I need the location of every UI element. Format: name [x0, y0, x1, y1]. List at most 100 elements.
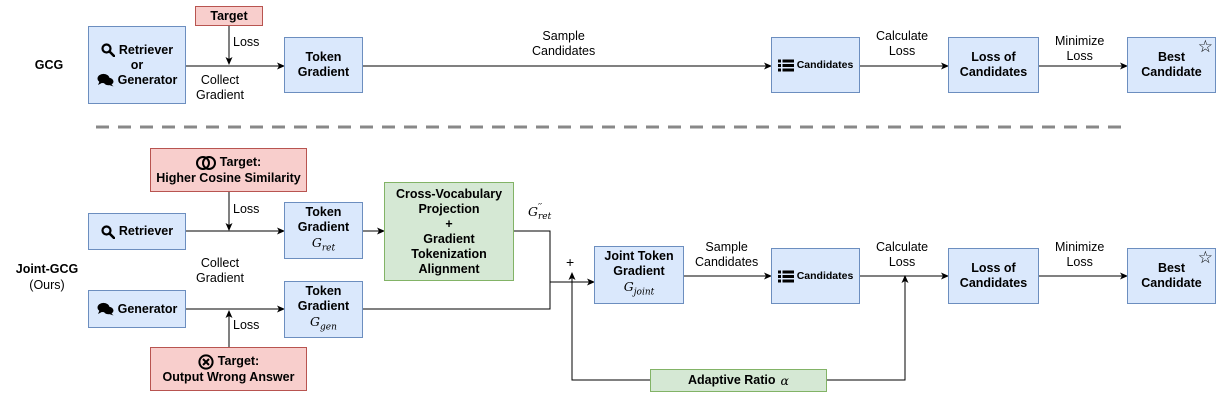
joint-loss-of-line2: Candidates	[959, 276, 1028, 290]
gcg-row-label: GCG	[34, 58, 64, 72]
joint-row-label-line2: (Ours)	[29, 278, 65, 292]
gcg-candidates-line: Candidates	[777, 58, 854, 73]
joint-target-bottom-line1: Target:	[198, 353, 260, 370]
joint-target-top-box: Target: Higher Cosine Similarity	[150, 148, 307, 192]
joint-loss-of-line1: Loss of	[971, 261, 1016, 275]
x-circle-icon	[198, 353, 214, 370]
arrow-adaptive-to-calculate	[827, 275, 909, 381]
gcg-candidates-text: Candidates	[796, 58, 854, 71]
alpha-symbol: α	[780, 373, 789, 388]
adaptive-ratio-box: Adaptive Ratio α	[650, 369, 827, 392]
chat-bubbles-icon	[97, 302, 114, 316]
arrow-projection-to-joint	[514, 230, 595, 286]
list-icon	[777, 59, 794, 71]
joint-candidates-text: Candidates	[796, 269, 854, 282]
gcg-loss-of-line1: Loss of	[971, 50, 1016, 64]
arrow-gen-gradient-to-joint	[363, 282, 551, 310]
plus-sign: +	[566, 254, 575, 270]
joint-generator-line: Generator	[97, 302, 177, 317]
gcg-generator-text: Generator	[117, 72, 178, 87]
joint-best-candidate-box: Best Candidate ☆	[1127, 248, 1216, 304]
adaptive-ratio-text: Adaptive Ratio	[688, 373, 776, 387]
joint-token-gradient-ret-box: Token Gradient Gret	[284, 202, 363, 259]
gcg-sample-line1: Sample	[542, 29, 585, 43]
joint-retriever-line: Retriever	[101, 224, 173, 239]
g-gen-symbol: Ggen	[310, 313, 337, 333]
joint-calc-line2: Loss	[888, 255, 916, 269]
joint-row-label-line1: Joint-GCG	[15, 262, 79, 276]
search-icon	[101, 43, 115, 57]
list-icon	[777, 270, 794, 282]
joint-best-line1: Best	[1157, 261, 1186, 275]
gcg-or-text: or	[130, 57, 144, 72]
gcg-candidates-box: Candidates	[771, 37, 860, 93]
gcg-best-line1: Best	[1157, 50, 1186, 64]
star-icon: ☆	[1197, 248, 1213, 268]
joint-generator-box: Generator	[88, 290, 186, 328]
joint-calc-line1: Calculate	[876, 240, 929, 254]
joint-loss-bottom-label: Loss	[233, 318, 260, 332]
gcg-best-candidate-box: Best Candidate ☆	[1127, 37, 1216, 93]
arrow-adaptive-to-plus	[568, 272, 650, 381]
gcg-loss-of-line2: Candidates	[959, 65, 1028, 79]
gcg-collect-line1: Collect	[200, 73, 240, 87]
joint-token-gradient-line1: Joint Token	[604, 249, 674, 264]
gcg-token-gradient-line2: Gradient	[297, 65, 350, 79]
joint-retriever-box: Retriever	[88, 213, 186, 250]
joint-retriever-text: Retriever	[118, 224, 174, 238]
gcg-retriever-text: Retriever	[118, 42, 174, 57]
joint-token-gradient-gen-line2: Gradient	[297, 298, 350, 313]
joint-token-gradient-box: Joint Token Gradient Gjoint	[594, 246, 684, 304]
joint-token-gradient-ret-line2: Gradient	[297, 219, 350, 234]
joint-minimize-loss-label: Minimize Loss	[1055, 240, 1104, 270]
gcg-token-gradient-line1: Token	[305, 50, 342, 64]
joint-token-gradient-ret-line1: Token	[305, 204, 342, 219]
joint-collect-line1: Collect	[200, 256, 240, 270]
joint-target-bottom-text: Target:	[217, 354, 260, 368]
joint-sample-candidates-label: Sample Candidates	[695, 240, 758, 270]
gcg-sample-candidates-label: Sample Candidates	[532, 29, 595, 59]
joint-target-top-text: Target:	[219, 155, 262, 169]
joint-sample-line2: Candidates	[695, 255, 759, 269]
gcg-target-box: Target	[195, 6, 263, 26]
joint-min-line2: Loss	[1066, 255, 1093, 269]
projection-line2: Projection	[418, 201, 480, 216]
gcg-token-gradient-box: Token Gradient	[284, 37, 363, 93]
gcg-calc-line1: Calculate	[876, 29, 929, 43]
projection-line5: Alignment	[418, 261, 480, 276]
projection-line1: Cross-Vocabulary	[395, 186, 503, 201]
gcg-min-line1: Minimize	[1055, 34, 1105, 48]
joint-token-gradient-line2: Gradient	[613, 264, 665, 279]
g-ret-double-prime-label: G′′ret	[528, 203, 552, 222]
cross-vocabulary-projection-box: Cross-Vocabulary Projection + Gradient T…	[384, 182, 514, 281]
joint-candidates-box: Candidates	[771, 248, 860, 304]
gcg-loss-of-candidates-box: Loss of Candidates	[948, 37, 1039, 93]
overlapping-circles-icon	[195, 155, 216, 170]
gcg-calculate-loss-label: Calculate Loss	[876, 29, 928, 59]
projection-line3: +	[445, 216, 453, 231]
joint-target-bottom-box: Target: Output Wrong Answer	[150, 347, 307, 391]
gcg-collect-line2: Gradient	[196, 88, 244, 102]
gcg-generator-line: Generator	[97, 72, 178, 88]
joint-loss-of-candidates-box: Loss of Candidates	[948, 248, 1039, 304]
star-icon: ☆	[1197, 37, 1213, 57]
joint-target-top-line2: Higher Cosine Similarity	[156, 170, 301, 185]
joint-candidates-line: Candidates	[777, 269, 854, 284]
gcg-target-label: Target	[210, 8, 248, 23]
joint-target-top-line1: Target:	[195, 155, 262, 171]
gcg-retriever-or-generator-box: Retriever or Generator	[88, 26, 186, 104]
joint-row-label: Joint-GCG (Ours)	[9, 261, 85, 293]
gcg-sample-line2: Candidates	[532, 44, 596, 58]
gcg-calc-line2: Loss	[888, 44, 916, 58]
joint-sample-line1: Sample	[705, 240, 748, 254]
gcg-min-line2: Loss	[1066, 49, 1093, 63]
joint-calculate-loss-label: Calculate Loss	[876, 240, 928, 270]
joint-collect-line2: Gradient	[196, 271, 244, 285]
g-ret-symbol: Gret	[311, 234, 336, 254]
gcg-retriever-line: Retriever	[101, 43, 173, 58]
gcg-best-line2: Candidate	[1141, 65, 1202, 79]
joint-token-gradient-gen-box: Token Gradient Ggen	[284, 281, 363, 338]
joint-min-line1: Minimize	[1055, 240, 1105, 254]
